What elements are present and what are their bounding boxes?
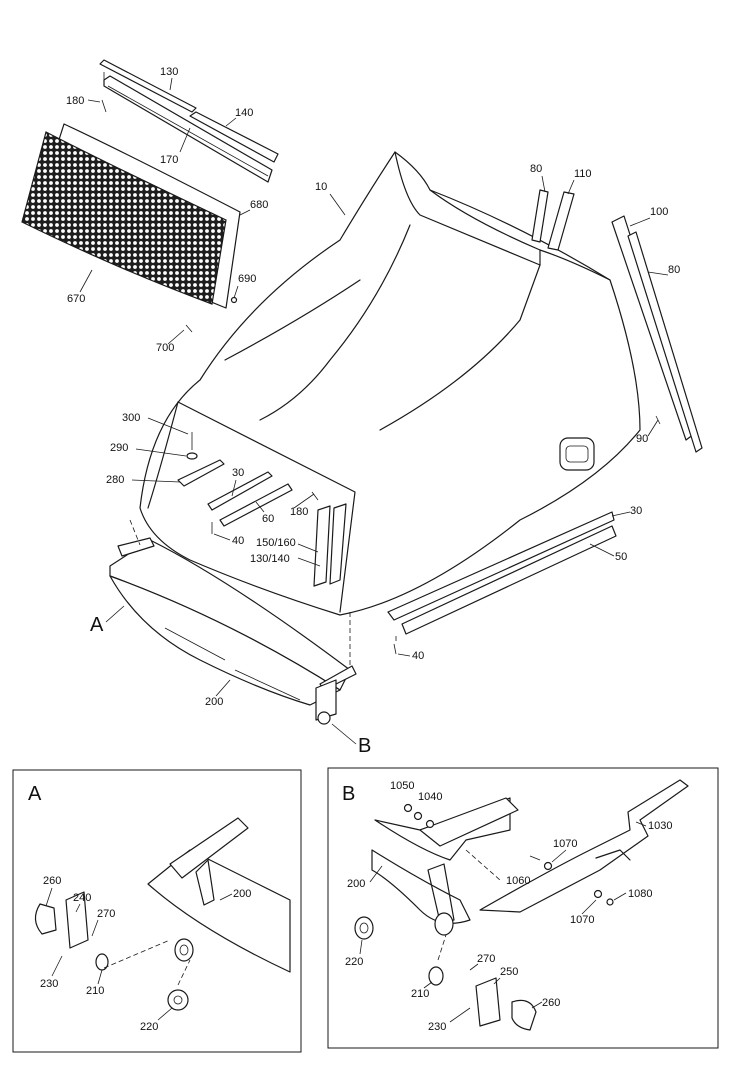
callout-b-1070-a: 1070 bbox=[553, 838, 577, 850]
callout-80-a: 80 bbox=[530, 163, 542, 175]
callout-50: 50 bbox=[615, 551, 627, 563]
main-leaders bbox=[79, 77, 669, 745]
callout-b-1080: 1080 bbox=[628, 888, 652, 900]
callout-680: 680 bbox=[250, 199, 268, 211]
callout-80-b: 80 bbox=[668, 264, 680, 276]
callout-b-1030: 1030 bbox=[648, 820, 672, 832]
callout-b-1040: 1040 bbox=[418, 791, 442, 803]
callout-a-260: 260 bbox=[43, 875, 61, 887]
callout-b-250: 250 bbox=[500, 966, 518, 978]
rail-130-170 bbox=[99, 59, 279, 183]
callout-180-b: 180 bbox=[290, 506, 308, 518]
callout-40-a: 40 bbox=[232, 535, 244, 547]
callout-b-1070-b: 1070 bbox=[570, 914, 594, 926]
callout-130: 130 bbox=[160, 66, 178, 78]
grille-670 bbox=[21, 123, 241, 333]
callout-670: 670 bbox=[67, 293, 85, 305]
callout-a-200: 200 bbox=[233, 888, 251, 900]
callout-b-1060: 1060 bbox=[506, 875, 530, 887]
callout-140: 140 bbox=[235, 107, 253, 119]
main-callouts: 130 180 140 170 10 680 690 670 700 80 11… bbox=[66, 66, 680, 757]
detail-b bbox=[327, 767, 719, 1049]
callout-100: 100 bbox=[650, 206, 668, 218]
callout-b-260: 260 bbox=[542, 997, 560, 1009]
callout-150-160: 150/160 bbox=[256, 537, 296, 549]
detail-b-letter: B bbox=[342, 783, 355, 805]
callout-40-b: 40 bbox=[412, 650, 424, 662]
callout-a-270: 270 bbox=[97, 908, 115, 920]
side-rails bbox=[531, 189, 703, 453]
callout-b-200: 200 bbox=[347, 878, 365, 890]
callout-130-140: 130/140 bbox=[250, 553, 290, 565]
detail-a-letter: A bbox=[28, 783, 42, 805]
callout-b-270: 270 bbox=[477, 953, 495, 965]
detail-b-callouts: B 1050 1040 1030 1070 200 1060 1080 1070… bbox=[342, 780, 672, 1033]
callout-30-a: 30 bbox=[232, 467, 244, 479]
callout-10: 10 bbox=[315, 181, 327, 193]
callout-200: 200 bbox=[205, 696, 223, 708]
callout-690: 690 bbox=[238, 273, 256, 285]
callout-a-240: 240 bbox=[73, 892, 91, 904]
callout-b-210: 210 bbox=[411, 988, 429, 1000]
bumper-200 bbox=[109, 519, 357, 725]
lower-rails bbox=[387, 511, 617, 655]
callout-a-220: 220 bbox=[140, 1021, 158, 1033]
callout-b-1050: 1050 bbox=[390, 780, 414, 792]
callout-180: 180 bbox=[66, 95, 84, 107]
detail-a bbox=[12, 769, 302, 1053]
inner-parts bbox=[177, 432, 347, 587]
callout-90: 90 bbox=[636, 433, 648, 445]
detail-a-callouts: A 260 240 270 200 230 210 220 bbox=[28, 783, 251, 1033]
callout-110: 110 bbox=[574, 168, 592, 180]
callout-300: 300 bbox=[122, 412, 140, 424]
callout-170: 170 bbox=[160, 154, 178, 166]
callout-b-230: 230 bbox=[428, 1021, 446, 1033]
callout-700: 700 bbox=[156, 342, 174, 354]
callout-a-210: 210 bbox=[86, 985, 104, 997]
callout-280: 280 bbox=[106, 474, 124, 486]
callout-letter-a: A bbox=[90, 614, 104, 636]
callout-30-b: 30 bbox=[630, 505, 642, 517]
callout-letter-b: B bbox=[358, 735, 371, 757]
callout-290: 290 bbox=[110, 442, 128, 454]
callout-a-230: 230 bbox=[40, 978, 58, 990]
callout-60: 60 bbox=[262, 513, 274, 525]
callout-b-220: 220 bbox=[345, 956, 363, 968]
